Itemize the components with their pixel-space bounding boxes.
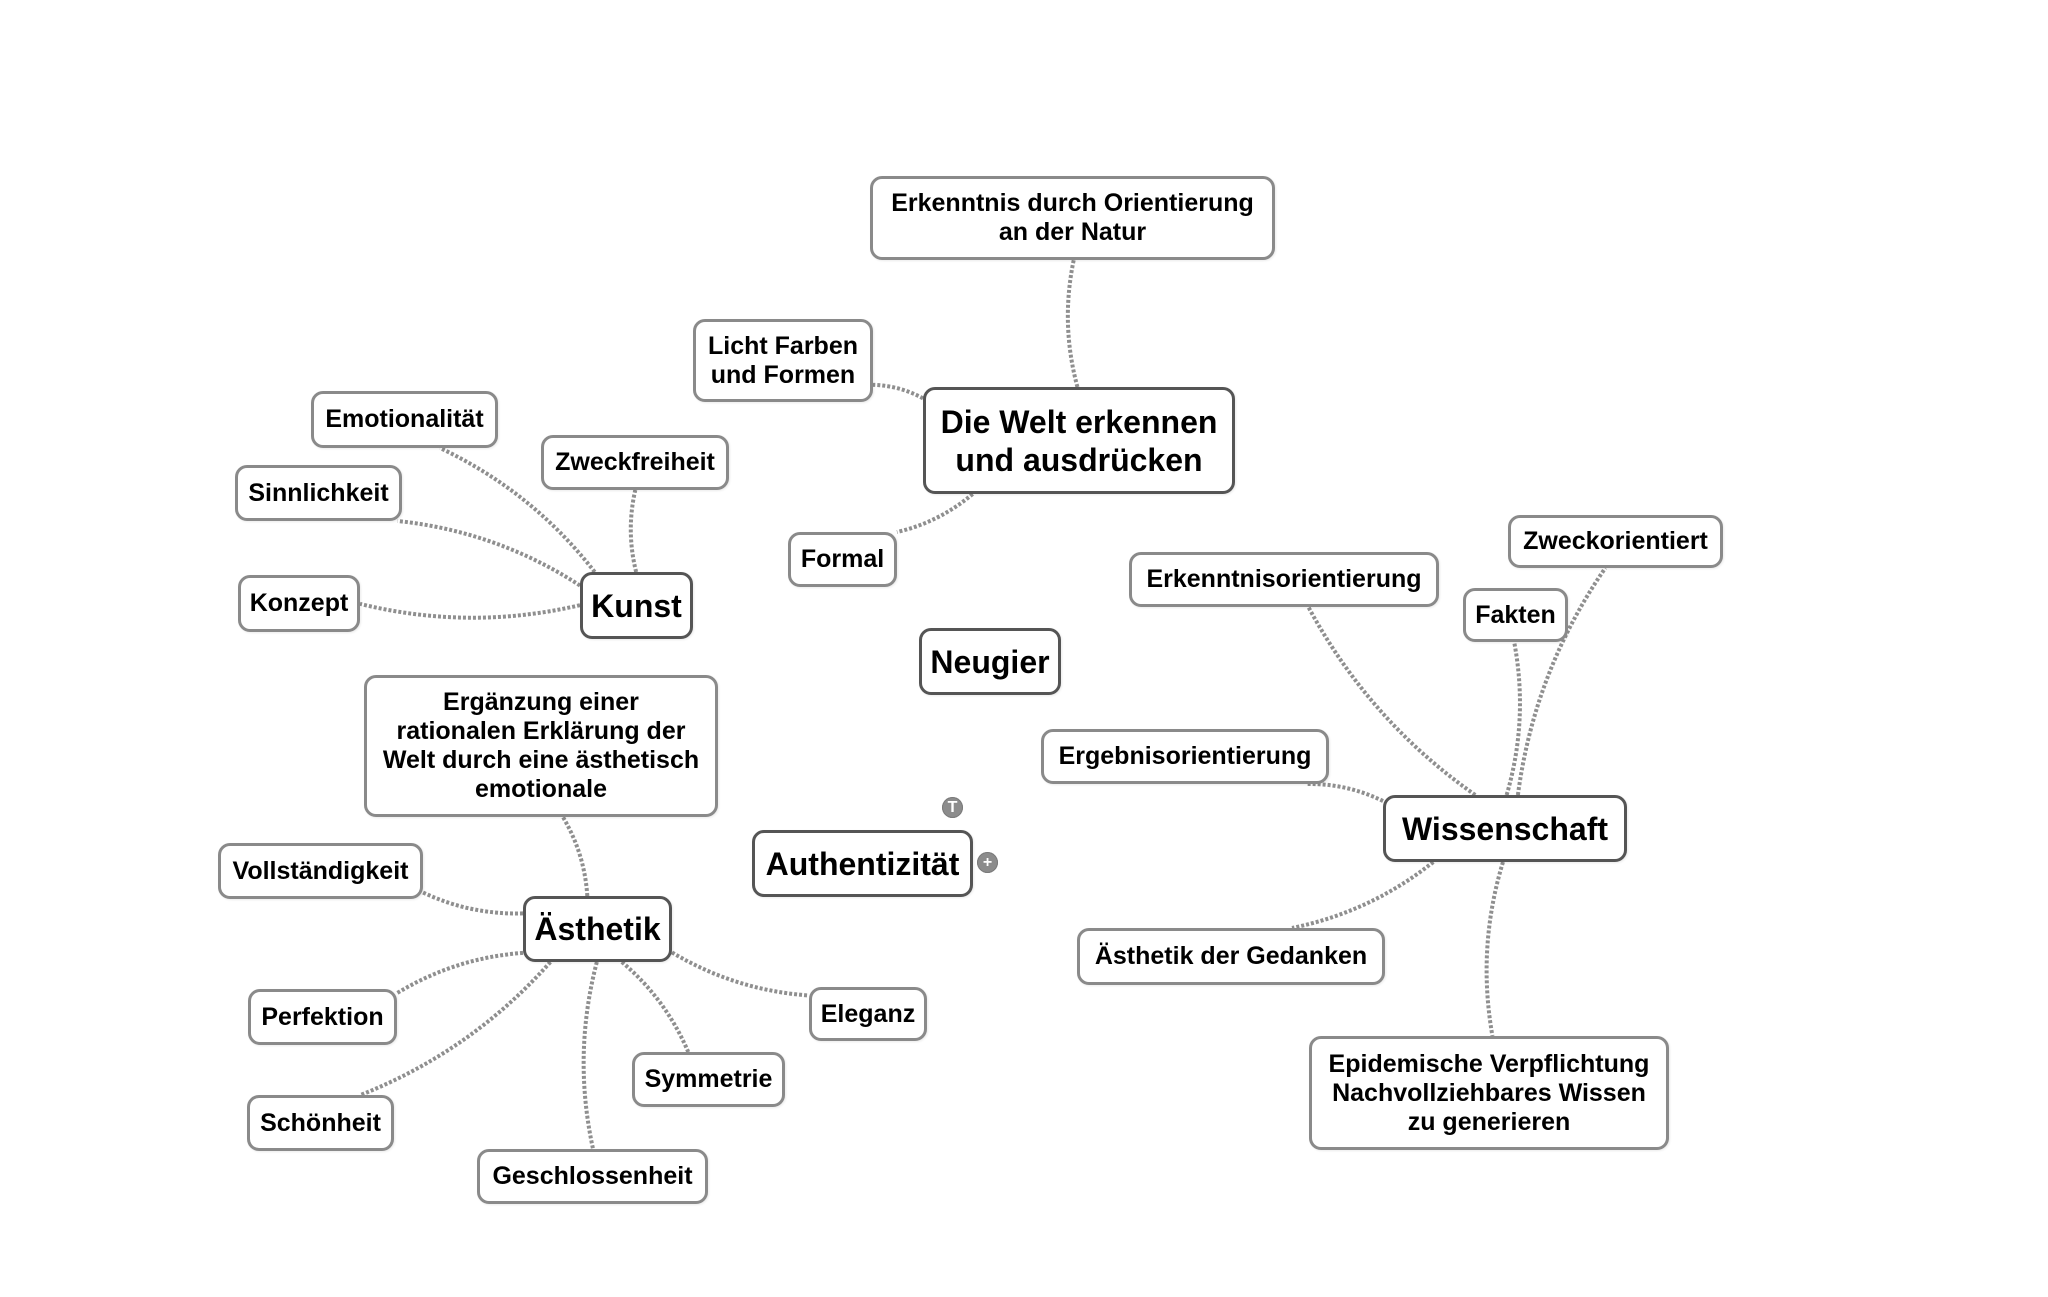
link-wissenschaft-erkenntnisorientierung — [1306, 606, 1477, 797]
link-welt-natur — [1065, 259, 1080, 388]
node-kunst[interactable]: Kunst — [580, 572, 693, 639]
link-wissenschaft-epidemische — [1484, 861, 1505, 1037]
node-konzept[interactable]: Konzept — [238, 575, 360, 632]
node-perfektion[interactable]: Perfektion — [248, 989, 397, 1045]
node-symmetrie[interactable]: Symmetrie — [632, 1052, 785, 1107]
link-wissenschaft-fakten — [1504, 641, 1522, 796]
node-ergaenzung[interactable]: Ergänzung einer rationalen Erklärung der… — [364, 675, 718, 817]
node-erkenntnis-natur[interactable]: Erkenntnis durch Orientierung an der Nat… — [870, 176, 1275, 260]
node-eleganz[interactable]: Eleganz — [809, 987, 927, 1041]
link-kunst-sinnlichkeit — [397, 519, 582, 588]
link-wissenschaft-zweckorientiert — [1515, 566, 1607, 796]
node-erkenntnisorientierung[interactable]: Erkenntnisorientierung — [1129, 552, 1439, 607]
node-zweckfreiheit[interactable]: Zweckfreiheit — [541, 435, 729, 490]
link-aesthetik-geschlossenheit — [581, 961, 599, 1150]
link-aesthetik-schoenheit — [359, 960, 552, 1097]
plus-icon: + — [982, 854, 993, 871]
link-aesthetik-perfektion — [395, 950, 524, 995]
node-wissenschaft[interactable]: Wissenschaft — [1383, 795, 1627, 862]
node-formal[interactable]: Formal — [788, 532, 897, 587]
link-aesthetik-ergaenzung — [561, 815, 590, 897]
node-emotionalitaet[interactable]: Emotionalität — [311, 391, 498, 448]
node-zweckorientiert[interactable]: Zweckorientiert — [1508, 515, 1723, 568]
link-kunst-emotionalitaet — [439, 446, 597, 574]
link-aesthetik-vollstaendigkeit — [422, 890, 524, 916]
node-fakten[interactable]: Fakten — [1463, 588, 1568, 642]
node-authentizitaet[interactable]: Authentizität — [752, 830, 973, 897]
node-vollstaendigkeit[interactable]: Vollständigkeit — [218, 843, 423, 899]
node-epidemische-verpflichtung[interactable]: Epidemische Verpflichtung Nachvollziehba… — [1309, 1036, 1669, 1150]
link-welt-licht — [872, 382, 924, 401]
node-die-welt-erkennen[interactable]: Die Welt erkennen und ausdrücken — [923, 387, 1235, 494]
node-neugier[interactable]: Neugier — [919, 628, 1061, 695]
add-child-button[interactable]: + — [977, 852, 998, 873]
node-aesthetik[interactable]: Ästhetik — [523, 896, 672, 962]
link-aesthetik-symmetrie — [620, 960, 691, 1053]
link-kunst-zweckfreiheit — [628, 489, 639, 573]
node-sinnlichkeit[interactable]: Sinnlichkeit — [235, 465, 402, 521]
link-welt-formal — [896, 492, 974, 535]
node-geschlossenheit[interactable]: Geschlossenheit — [477, 1149, 708, 1204]
node-aesthetik-der-gedanken[interactable]: Ästhetik der Gedanken — [1077, 928, 1385, 985]
node-licht-farben-formen[interactable]: Licht Farben und Formen — [693, 319, 873, 402]
link-wissenschaft-aesthetik_gedanken — [1291, 860, 1435, 930]
link-kunst-konzept — [359, 601, 581, 620]
link-aesthetik-eleganz — [670, 950, 810, 998]
node-schoenheit[interactable]: Schönheit — [247, 1095, 394, 1151]
text-format-button[interactable]: T — [942, 797, 963, 818]
node-ergebnisorientierung[interactable]: Ergebnisorientierung — [1041, 729, 1329, 784]
link-wissenschaft-ergebnisorientierung — [1307, 781, 1384, 803]
text-format-icon: T — [947, 799, 958, 816]
